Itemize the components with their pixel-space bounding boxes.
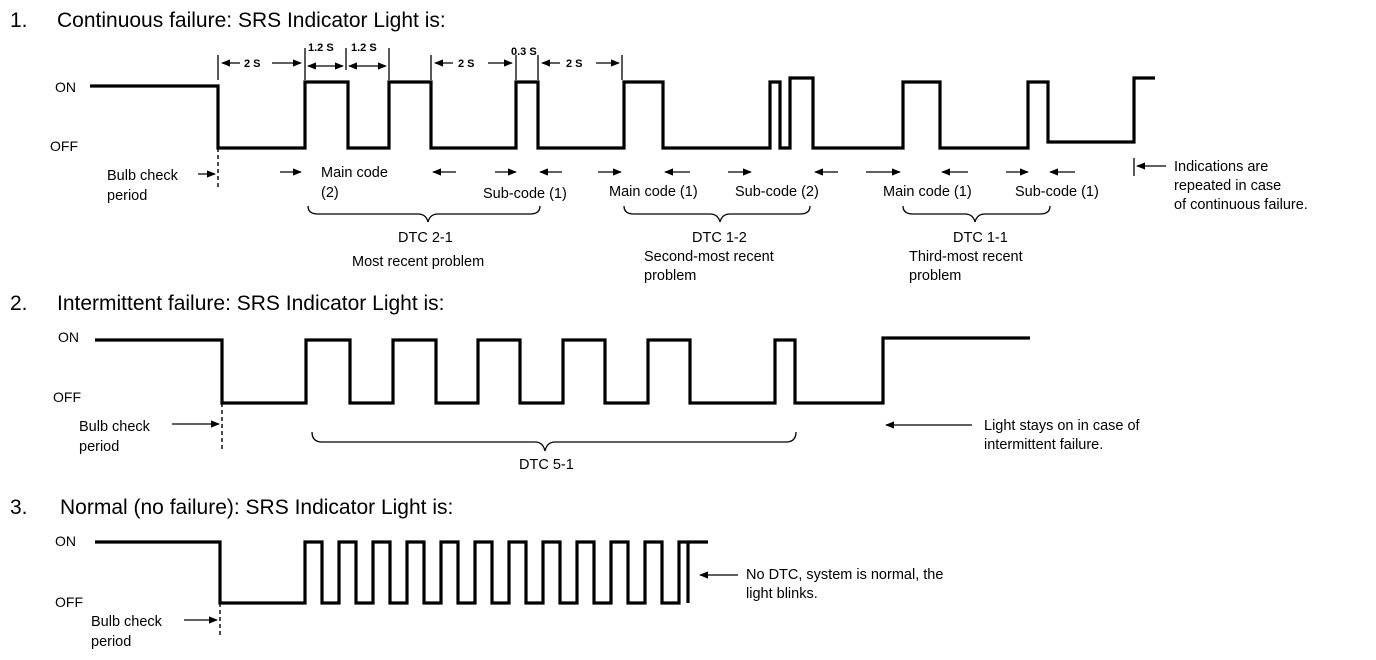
dtc-description-group-3-line1: Third-most recent (909, 249, 1023, 265)
off-level-label: OFF (55, 594, 83, 610)
bulb-check-label-line1: Bulb check (107, 168, 179, 184)
bulb-check-label-line2: period (79, 439, 119, 455)
section-number: 3. (10, 496, 28, 519)
sub-code-label-dtc-1-2: Sub-code (2) (735, 184, 819, 200)
sub-code-label-dtc-2-1: Sub-code (1) (483, 186, 567, 202)
dtc-label: DTC 5-1 (519, 457, 574, 473)
indicator-waveform (95, 336, 1030, 405)
light-stays-on-note-line2: intermittent failure. (984, 437, 1103, 453)
bulb-check-label-line2: period (91, 634, 131, 650)
section-number: 2. (10, 292, 28, 315)
on-level-label: ON (58, 329, 79, 345)
timing-2s-c: 2 S (566, 58, 583, 70)
timing-marks: 2 S 1.2 S 1.2 S 2 S 0.3 S 2 S (217, 42, 623, 80)
dtc-description-group-2-line2: problem (644, 268, 696, 284)
segment-arrows (280, 158, 1166, 176)
indicator-waveform (95, 540, 708, 605)
repeat-note-line2: repeated in case (1174, 178, 1281, 194)
timing-1-2s-b: 1.2 S (351, 42, 377, 54)
repeat-note-line3: of continuous failure. (1174, 197, 1308, 213)
timing-1-2s-a: 1.2 S (308, 42, 334, 54)
off-level-label: OFF (50, 138, 78, 154)
main-code-value-dtc-2-1: (2) (321, 185, 339, 201)
off-level-label: OFF (53, 389, 81, 405)
section-continuous-failure: 1. Continuous failure: SRS Indicator Lig… (10, 9, 1308, 284)
sub-code-label-dtc-1-1: Sub-code (1) (1015, 184, 1099, 200)
dtc-label-group-2: DTC 1-2 (692, 230, 747, 246)
bulb-check-label-line1: Bulb check (79, 419, 151, 435)
brace-dtc-2-1 (307, 205, 541, 223)
main-code-label-dtc-2-1: Main code (321, 165, 388, 181)
section-title: Continuous failure: SRS Indicator Light … (57, 9, 446, 32)
main-code-label-dtc-1-2: Main code (1) (609, 184, 698, 200)
indicator-waveform (90, 76, 1155, 150)
brace-dtc-5-1 (311, 431, 797, 452)
on-level-label: ON (55, 79, 76, 95)
normal-blink-note-line1: No DTC, system is normal, the (746, 567, 943, 583)
dtc-description-group-3-line2: problem (909, 268, 961, 284)
bulb-check-label-line2: period (107, 188, 147, 204)
timing-2s-a: 2 S (244, 58, 261, 70)
brace-dtc-1-1 (902, 205, 1051, 223)
section-number: 1. (10, 9, 28, 32)
on-level-label: ON (55, 533, 76, 549)
section-intermittent-failure: 2. Intermittent failure: SRS Indicator L… (10, 292, 1141, 473)
dtc-label-group-3: DTC 1-1 (953, 230, 1008, 246)
section-title: Normal (no failure): SRS Indicator Light… (60, 496, 453, 519)
normal-blink-note-line2: light blinks. (746, 586, 818, 602)
section-title: Intermittent failure: SRS Indicator Ligh… (57, 292, 445, 315)
bulb-check-label-line1: Bulb check (91, 614, 163, 630)
dtc-label-group-1: DTC 2-1 (398, 230, 453, 246)
repeat-note-line1: Indications are (1174, 159, 1268, 175)
timing-2s-b: 2 S (458, 58, 475, 70)
light-stays-on-note-line1: Light stays on in case of (984, 418, 1141, 434)
brace-dtc-1-2 (623, 205, 811, 223)
section-normal: 3. Normal (no failure): SRS Indicator Li… (10, 496, 943, 650)
main-code-label-dtc-1-1: Main code (1) (883, 184, 972, 200)
timing-0-3s: 0.3 S (511, 46, 537, 58)
dtc-description-group-2-line1: Second-most recent (644, 249, 774, 265)
dtc-description-group-1: Most recent problem (352, 254, 484, 270)
